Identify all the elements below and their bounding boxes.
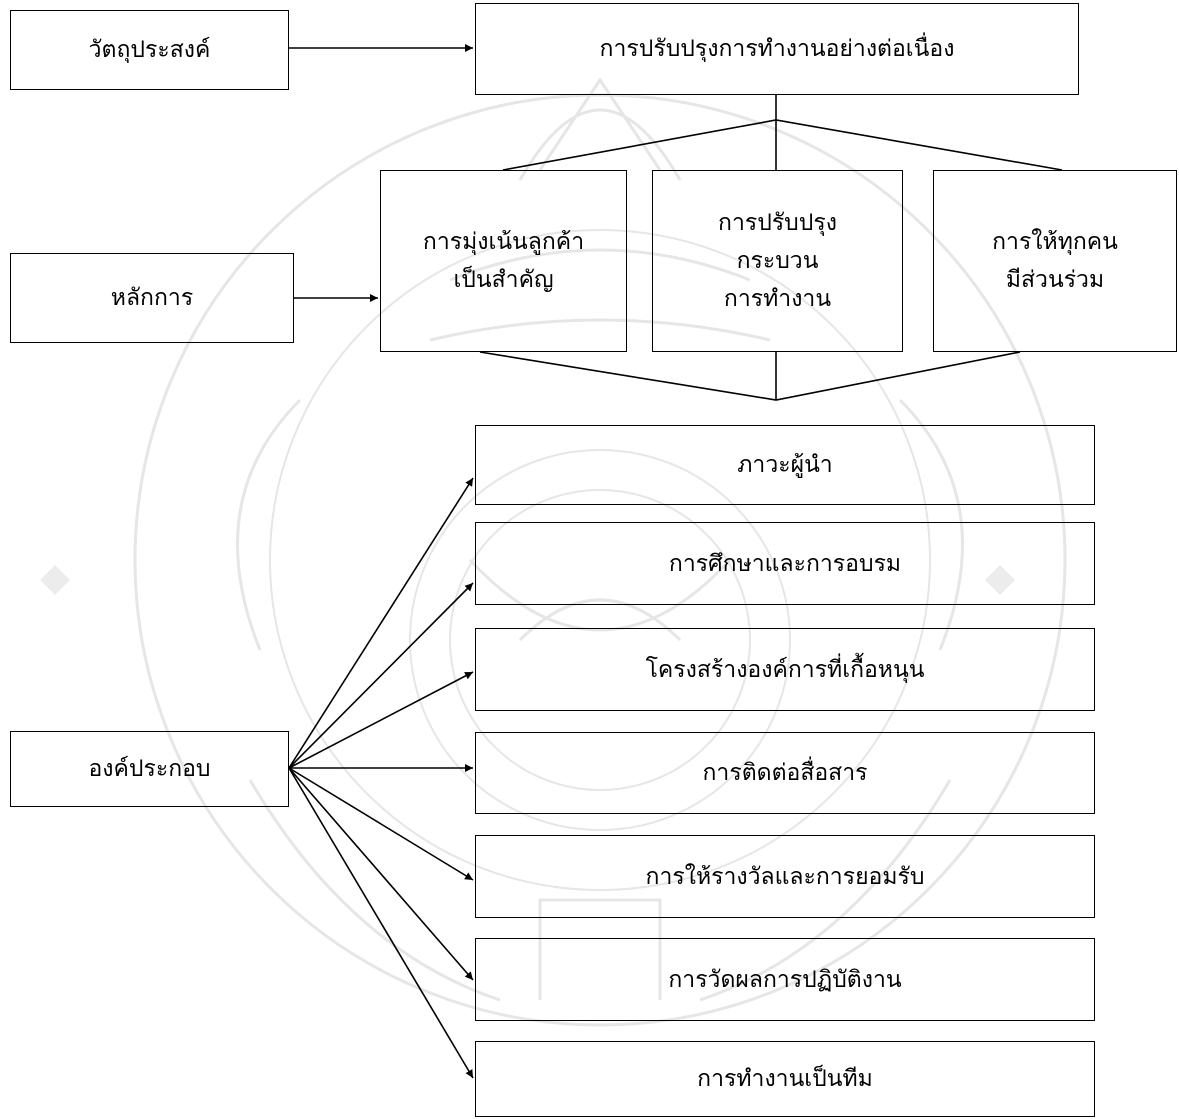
component-box-4: การติดต่อสื่อสาร [475, 732, 1095, 814]
component-box-5: การให้รางวัลและการยอมรับ [475, 835, 1095, 918]
component-label-6: การวัดผลการปฏิบัติงาน [668, 966, 902, 993]
component-label-5: การให้รางวัลและการยอมรับ [645, 863, 925, 890]
objective-box: การปรับปรุงการทำงานอย่างต่อเนื่อง [475, 3, 1079, 95]
principle-1-line-2: เป็นสำคัญ [453, 267, 554, 293]
principle-2-line-2: กระบวน [736, 248, 819, 274]
component-box-2: การศึกษาและการอบรม [475, 522, 1095, 605]
component-label-4: การติดต่อสื่อสาร [702, 760, 868, 786]
component-box-6: การวัดผลการปฏิบัติงาน [475, 938, 1095, 1021]
component-arrow-1 [288, 477, 474, 769]
component-box-7: การทำงานเป็นทีม [475, 1041, 1095, 1117]
principle-2-line-1: การปรับปรุง [718, 210, 837, 236]
principles-label: หลักการ [110, 285, 194, 311]
principle-box-2: การปรับปรุง กระบวน การทำงาน [652, 170, 903, 352]
component-arrow-6 [288, 767, 474, 981]
principle-1-line-1: การมุ่งเน้นลูกค้า [422, 229, 585, 255]
principle-3-line-2: มีส่วนร่วม [1005, 267, 1105, 293]
objective-title: การปรับปรุงการทำงานอย่างต่อเนื่อง [599, 36, 955, 62]
principle-2-line-3: การทำงาน [723, 286, 832, 312]
component-label-7: การทำงานเป็นทีม [697, 1066, 873, 1092]
component-arrow-2 [288, 582, 474, 769]
principle-box-3: การให้ทุกคน มีส่วนร่วม [933, 170, 1177, 352]
component-box-1: ภาวะผู้นำ [475, 425, 1095, 505]
component-label-2: การศึกษาและการอบรม [668, 550, 902, 577]
component-arrow-5 [288, 767, 474, 881]
bottom-brace [479, 351, 1021, 401]
top-brace [502, 119, 1063, 171]
component-box-3: โครงสร้างองค์การที่เกื้อหนุน [475, 628, 1095, 711]
component-label-1: ภาวะผู้นำ [737, 452, 833, 478]
principle-3-line-1: การให้ทุกคน [992, 229, 1118, 255]
principle-box-1: การมุ่งเน้นลูกค้า เป็นสำคัญ [380, 170, 627, 352]
components-label: องค์ประกอบ [88, 756, 211, 782]
component-label-3: โครงสร้างองค์การที่เกื้อหนุน [645, 656, 925, 683]
objective-label-box: วัตถุประสงค์ [10, 10, 289, 90]
component-arrow-3 [288, 671, 474, 769]
objective-label: วัตถุประสงค์ [88, 37, 211, 63]
component-arrow-7 [288, 767, 474, 1079]
components-label-box: องค์ประกอบ [10, 731, 289, 807]
principles-label-box: หลักการ [10, 253, 294, 343]
